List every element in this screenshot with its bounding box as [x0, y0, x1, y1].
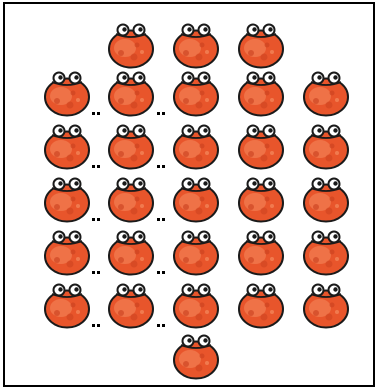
frog-icon	[106, 21, 156, 69]
separator-dot	[97, 324, 100, 327]
separator-dot	[157, 324, 160, 327]
frog-icon	[171, 281, 221, 329]
frog-icon	[42, 228, 92, 276]
frog-icon	[171, 21, 221, 69]
frog-icon	[301, 281, 351, 329]
frog-icon	[42, 175, 92, 223]
frog-icon	[106, 69, 156, 117]
frog-icon	[171, 228, 221, 276]
frog-icon	[42, 69, 92, 117]
separator-dot	[157, 271, 160, 274]
frog-icon	[106, 281, 156, 329]
frog-icon	[236, 281, 286, 329]
frog-icon	[301, 69, 351, 117]
separator-dot	[157, 112, 160, 115]
frog-icon	[236, 69, 286, 117]
separator-dot	[162, 165, 165, 168]
frog-icon	[301, 122, 351, 170]
frog-icon	[236, 228, 286, 276]
separator-dot	[97, 165, 100, 168]
frog-icon	[236, 21, 286, 69]
frog-icon	[171, 175, 221, 223]
separator-dot	[162, 324, 165, 327]
frog-icon	[106, 228, 156, 276]
frog-icon	[301, 175, 351, 223]
separator-dot	[97, 112, 100, 115]
separator-dot	[157, 165, 160, 168]
frog-icon	[42, 122, 92, 170]
separator-dot	[92, 165, 95, 168]
separator-dot	[162, 218, 165, 221]
separator-dot	[92, 112, 95, 115]
separator-dot	[97, 218, 100, 221]
separator-dot	[162, 112, 165, 115]
separator-dot	[162, 271, 165, 274]
separator-dot	[92, 218, 95, 221]
frog-icon	[42, 281, 92, 329]
frog-grid-frame	[3, 2, 375, 387]
frog-icon	[301, 228, 351, 276]
separator-dot	[92, 271, 95, 274]
separator-dot	[97, 271, 100, 274]
frog-icon	[106, 175, 156, 223]
separator-dot	[157, 218, 160, 221]
frog-icon	[236, 122, 286, 170]
separator-dot	[92, 324, 95, 327]
frog-icon	[171, 332, 221, 380]
frog-icon	[171, 122, 221, 170]
frog-icon	[106, 122, 156, 170]
frog-icon	[236, 175, 286, 223]
frog-icon	[171, 69, 221, 117]
